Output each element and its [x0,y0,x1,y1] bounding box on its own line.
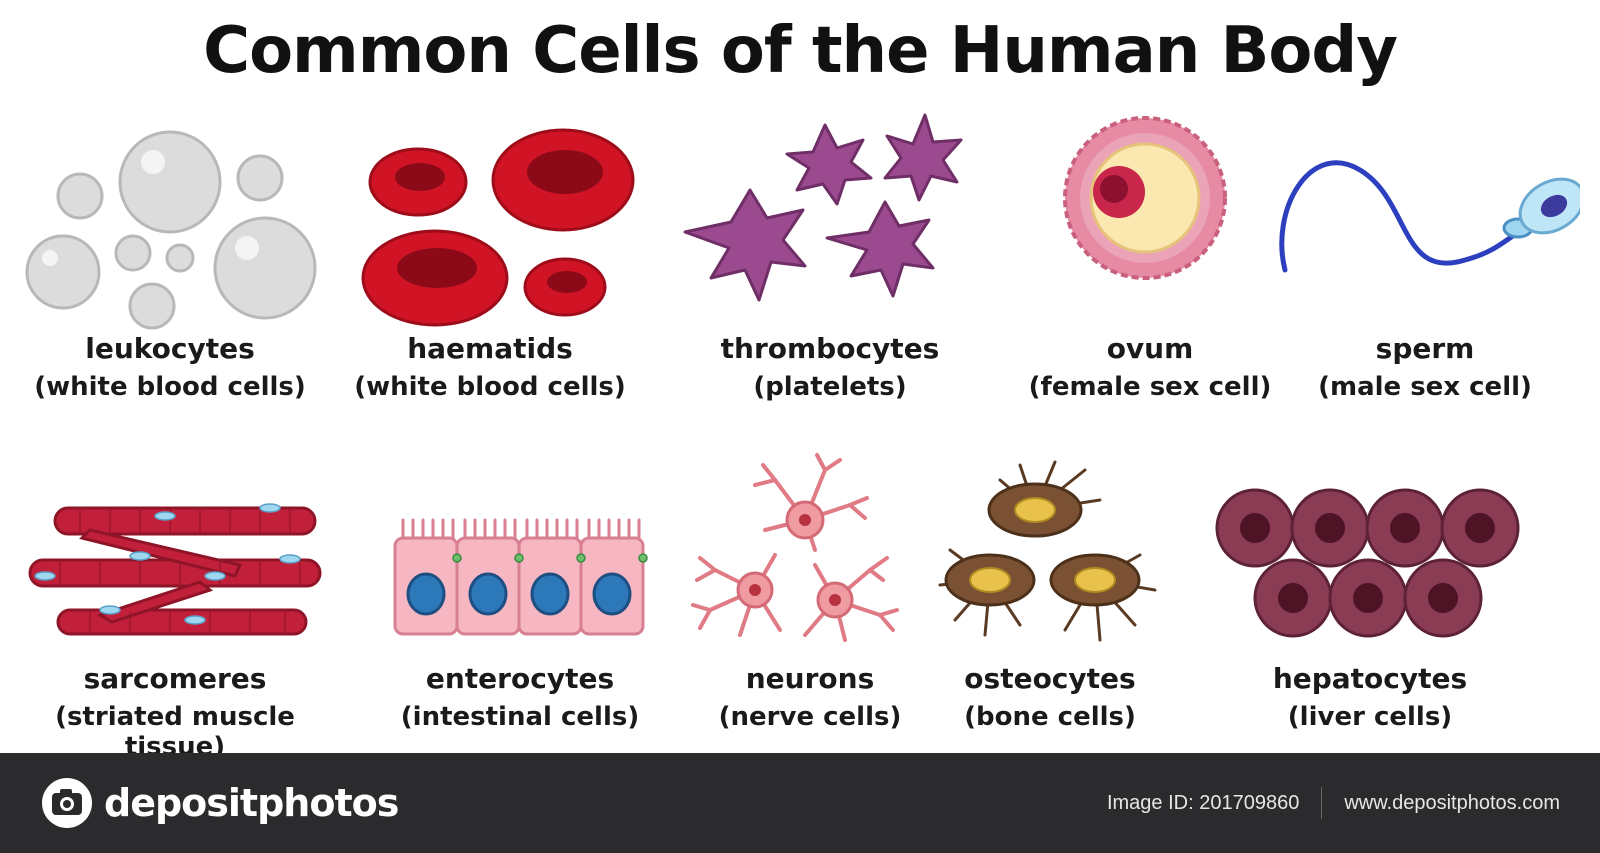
cell-description: (platelets) [753,372,907,402]
website-link[interactable]: www.depositphotos.com [1344,791,1560,814]
enterocytes-illustration [393,518,648,636]
cell-name: enterocytes [425,662,615,695]
cell-name: neurons [745,662,875,695]
osteocytes-illustration [938,460,1157,642]
cell-name: osteocytes [964,662,1136,695]
cell-description: (white blood cells) [34,372,306,402]
ovum-illustration [1063,116,1227,280]
cell-hepatocytes: hepatocytes (liver cells) [1215,440,1525,775]
cell-description: (male sex cell) [1318,372,1532,402]
cell-name: sarcomeres [83,662,267,695]
haematids-illustration [361,128,635,327]
neurons-illustration [691,453,899,642]
cell-neurons: neurons (nerve cells) [655,440,965,775]
cell-name: sperm [1375,332,1475,365]
cell-description: (bone cells) [964,702,1136,732]
cell-name: haematids [407,332,573,365]
sarcomeres-illustration [28,503,322,636]
sperm-illustration [1279,160,1580,273]
cell-haematids: haematids (white blood cells) [335,110,645,445]
cell-thrombocytes: thrombocytes (platelets) [675,110,985,445]
cell-name: leukocytes [85,332,255,365]
cell-description: (female sex cell) [1028,372,1272,402]
cell-description: (intestinal cells) [400,702,640,732]
cell-name: hepatocytes [1272,662,1468,695]
footer-meta: Image ID: 201709860 www.depositphotos.co… [1107,753,1560,853]
cell-osteocytes: osteocytes (bone cells) [895,440,1205,775]
cell-sarcomeres: sarcomeres (striated muscle tissue) [20,440,330,775]
leukocytes-illustration [25,130,317,330]
cell-name: thrombocytes [720,332,940,365]
image-id: Image ID: 201709860 [1106,791,1300,814]
cell-description: (nerve cells) [718,702,902,732]
cell-description: (white blood cells) [354,372,626,402]
cell-sperm: sperm (male sex cell) [1270,110,1580,445]
brand-logo[interactable]: depositphotos [40,773,399,833]
hepatocytes-illustration [1215,488,1520,638]
cell-name: ovum [1106,332,1194,365]
cell-enterocytes: enterocytes (intestinal cells) [365,440,675,775]
brand-name: depositphotos [104,781,399,825]
cell-ovum: ovum (female sex cell) [995,110,1305,445]
watermark-footer: depositphotos Image ID: 201709860 www.de… [0,753,1600,853]
thrombocytes-illustration [683,113,963,302]
page-title: Common Cells of the Human Body [203,14,1398,88]
divider [1321,787,1323,819]
cell-description: (liver cells) [1287,702,1453,732]
camera-logo-icon [42,778,92,828]
cell-leukocytes: leukocytes (white blood cells) [15,110,325,445]
